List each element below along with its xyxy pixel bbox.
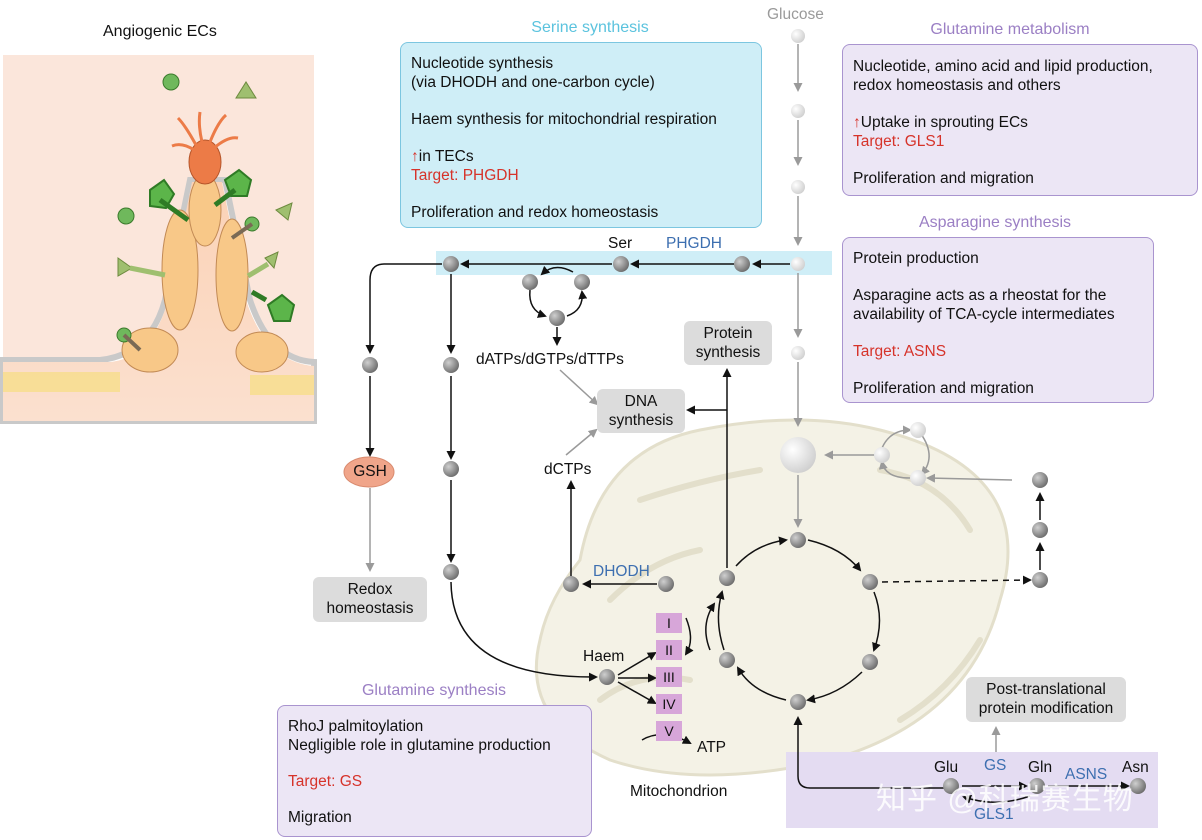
- dhodh-label: DHODH: [593, 563, 650, 580]
- angiogenic-ecs-title: Angiogenic ECs: [103, 23, 217, 40]
- metabolite-nodes: [362, 29, 1146, 794]
- complex-ii: II: [656, 640, 682, 660]
- ptm-line-2: protein modification: [978, 700, 1114, 717]
- glutamine-metabolism-box: Nucleotide, amino acid and lipid product…: [842, 44, 1198, 196]
- asparagine-strip: [786, 752, 1158, 828]
- glutamine-metabolism-title: Glutamine metabolism: [930, 21, 1090, 38]
- dna-synthesis-box: DNA synthesis: [597, 389, 685, 433]
- glu-label: Glu: [934, 759, 959, 776]
- serine-synthesis-title: Serine synthesis: [531, 19, 649, 36]
- serine-line-3: Haem synthesis for mitochondrial respira…: [411, 111, 717, 128]
- serine-line-4: Proliferation and redox homeostasis: [411, 204, 659, 221]
- glutamine-metabolism-line-2: redox homeostasis and others: [853, 77, 1061, 94]
- glutamine-synthesis-line-2: Negligible role in glutamine production: [288, 737, 551, 754]
- glutamine-synthesis-box: RhoJ palmitoylation Negligible role in g…: [277, 705, 592, 837]
- glutamine-metabolism-line-3: Proliferation and migration: [853, 170, 1034, 187]
- dna-synthesis-line-2: synthesis: [608, 412, 674, 429]
- gs-label: GS: [984, 757, 1007, 774]
- glutamine-synthesis-line-3: Migration: [288, 809, 352, 826]
- ptm-line-1: Post-translational: [986, 681, 1106, 698]
- asparagine-line-4: Proliferation and migration: [853, 380, 1034, 397]
- protein-synthesis-line-1: Protein: [703, 325, 753, 342]
- protein-synthesis-line-2: synthesis: [695, 344, 761, 361]
- gsh-node: [343, 456, 395, 488]
- datps-label: dATPs/dGTPs/dTTPs: [476, 351, 624, 368]
- asn-label: Asn: [1122, 759, 1149, 776]
- mitochondrion-shape: [534, 418, 1010, 777]
- gln-label: Gln: [1028, 759, 1053, 776]
- atp-label: ATP: [697, 739, 726, 756]
- serine-synthesis-box: Nucleotide synthesis (via DHODH and one-…: [400, 42, 762, 228]
- serine-line-1: Nucleotide synthesis: [411, 55, 554, 72]
- complex-v: V: [656, 721, 682, 741]
- gsh-label: GSH: [353, 463, 387, 480]
- glutamine-metabolism-up-text: Uptake in sprouting ECs: [860, 114, 1028, 131]
- angiogenic-ec-illustration: [0, 55, 317, 424]
- up-arrow-icon: ↑: [411, 148, 419, 165]
- ser-label: Ser: [608, 235, 633, 252]
- serine-target: Target: PHGDH: [411, 167, 519, 184]
- glutamine-synthesis-line-1: RhoJ palmitoylation: [288, 718, 424, 735]
- post-translational-box: Post-translational protein modification: [966, 677, 1126, 722]
- asparagine-synthesis-title: Asparagine synthesis: [918, 214, 1072, 231]
- pathway-arrows: [365, 44, 1130, 804]
- up-arrow-icon: ↑: [853, 114, 861, 131]
- redox-homeostasis-box: Redox homeostasis: [313, 577, 427, 622]
- asparagine-synthesis-box: Protein production Asparagine acts as a …: [842, 237, 1154, 403]
- asparagine-line-1: Protein production: [853, 250, 979, 267]
- mitochondrion-label: Mitochondrion: [630, 783, 728, 800]
- asparagine-line-2: Asparagine acts as a rheostat for the: [853, 287, 1107, 304]
- haem-label: Haem: [583, 648, 625, 665]
- glutamine-metabolism-line-1: Nucleotide, amino acid and lipid product…: [853, 58, 1153, 75]
- asparagine-line-3: availability of TCA-cycle intermediates: [853, 306, 1115, 323]
- gls1-label: GLS1: [974, 806, 1014, 823]
- glutamine-synthesis-title: Glutamine synthesis: [361, 682, 507, 699]
- glutamine-synthesis-target: Target: GS: [288, 773, 363, 790]
- asparagine-target: Target: ASNS: [853, 343, 947, 360]
- protein-synthesis-box: Protein synthesis: [684, 321, 772, 365]
- redox-line-2: homeostasis: [326, 600, 414, 617]
- dctps-label: dCTPs: [544, 461, 592, 478]
- glucose-label: Glucose: [767, 6, 824, 23]
- serine-strip: [436, 251, 832, 275]
- complex-i: I: [656, 613, 682, 633]
- redox-line-1: Redox: [347, 581, 393, 598]
- dna-synthesis-line-1: DNA: [624, 393, 658, 410]
- complex-iii: III: [656, 667, 682, 687]
- glutamine-metabolism-target: Target: GLS1: [853, 133, 945, 150]
- asns-label: ASNS: [1065, 766, 1108, 783]
- watermark-text: 知乎 @科瑞赛生物: [876, 783, 1134, 816]
- complex-iv: IV: [656, 694, 682, 714]
- serine-line-2: (via DHODH and one-carbon cycle): [411, 74, 655, 91]
- serine-up-text: in TECs: [418, 148, 474, 165]
- phgdh-label: PHGDH: [666, 235, 722, 252]
